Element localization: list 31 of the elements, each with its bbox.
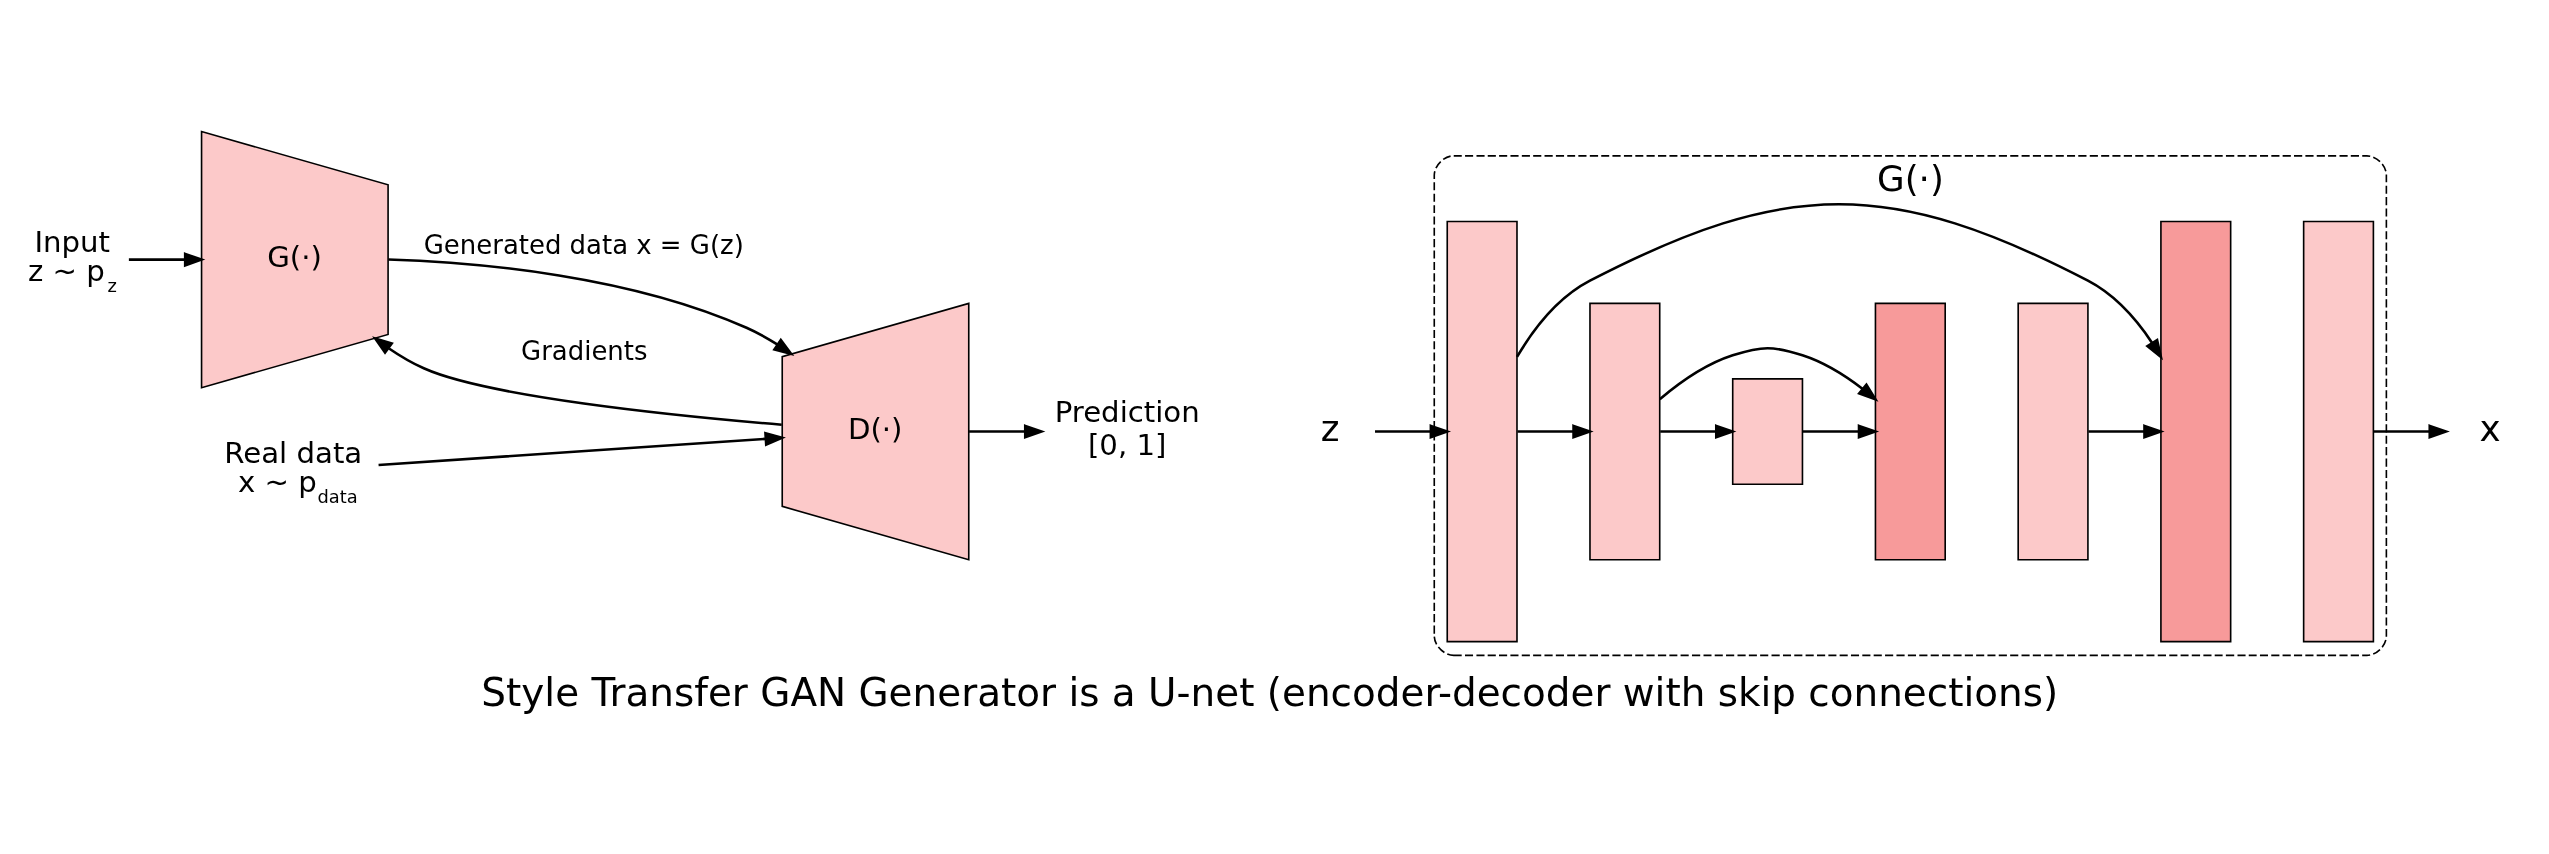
edge-label: Generated data x = G(z) xyxy=(423,229,744,260)
node-box xyxy=(2017,302,2089,560)
node-box xyxy=(1731,377,1804,485)
node-text: Prediction [0, 1] xyxy=(1054,394,1200,462)
node-box xyxy=(2302,220,2375,642)
arrow xyxy=(128,251,206,267)
arrow xyxy=(969,423,1046,439)
node-box xyxy=(2160,220,2232,642)
node-box xyxy=(1446,220,1518,642)
edge-label: Gradients xyxy=(521,335,648,366)
node-box: G(·) xyxy=(200,129,389,389)
arrow xyxy=(1660,423,1737,439)
arrow xyxy=(1658,346,1879,402)
cluster: G(·) xyxy=(1433,154,2388,656)
node-text: z xyxy=(1320,407,1340,449)
node-text: Input z ∼ p$_{z}$ xyxy=(28,224,117,296)
arrow xyxy=(1802,423,1880,439)
arrow xyxy=(378,430,786,466)
node-text: x xyxy=(2479,407,2501,449)
arrow xyxy=(1375,423,1452,439)
caption: Style Transfer GAN Generator is a U-net (encoder-decoder with skip connections) xyxy=(481,669,2059,715)
node-text: Real data x ∼ p$_{data}$ xyxy=(224,435,363,507)
node-box xyxy=(1589,302,1661,560)
arrow xyxy=(372,335,782,426)
arrow xyxy=(1515,202,2163,360)
node-box xyxy=(1874,302,1946,560)
arrow xyxy=(2088,423,2165,439)
arrow xyxy=(2373,423,2450,439)
node-box: D(·) xyxy=(781,301,970,561)
arrow xyxy=(388,257,795,356)
arrow xyxy=(1517,423,1594,439)
